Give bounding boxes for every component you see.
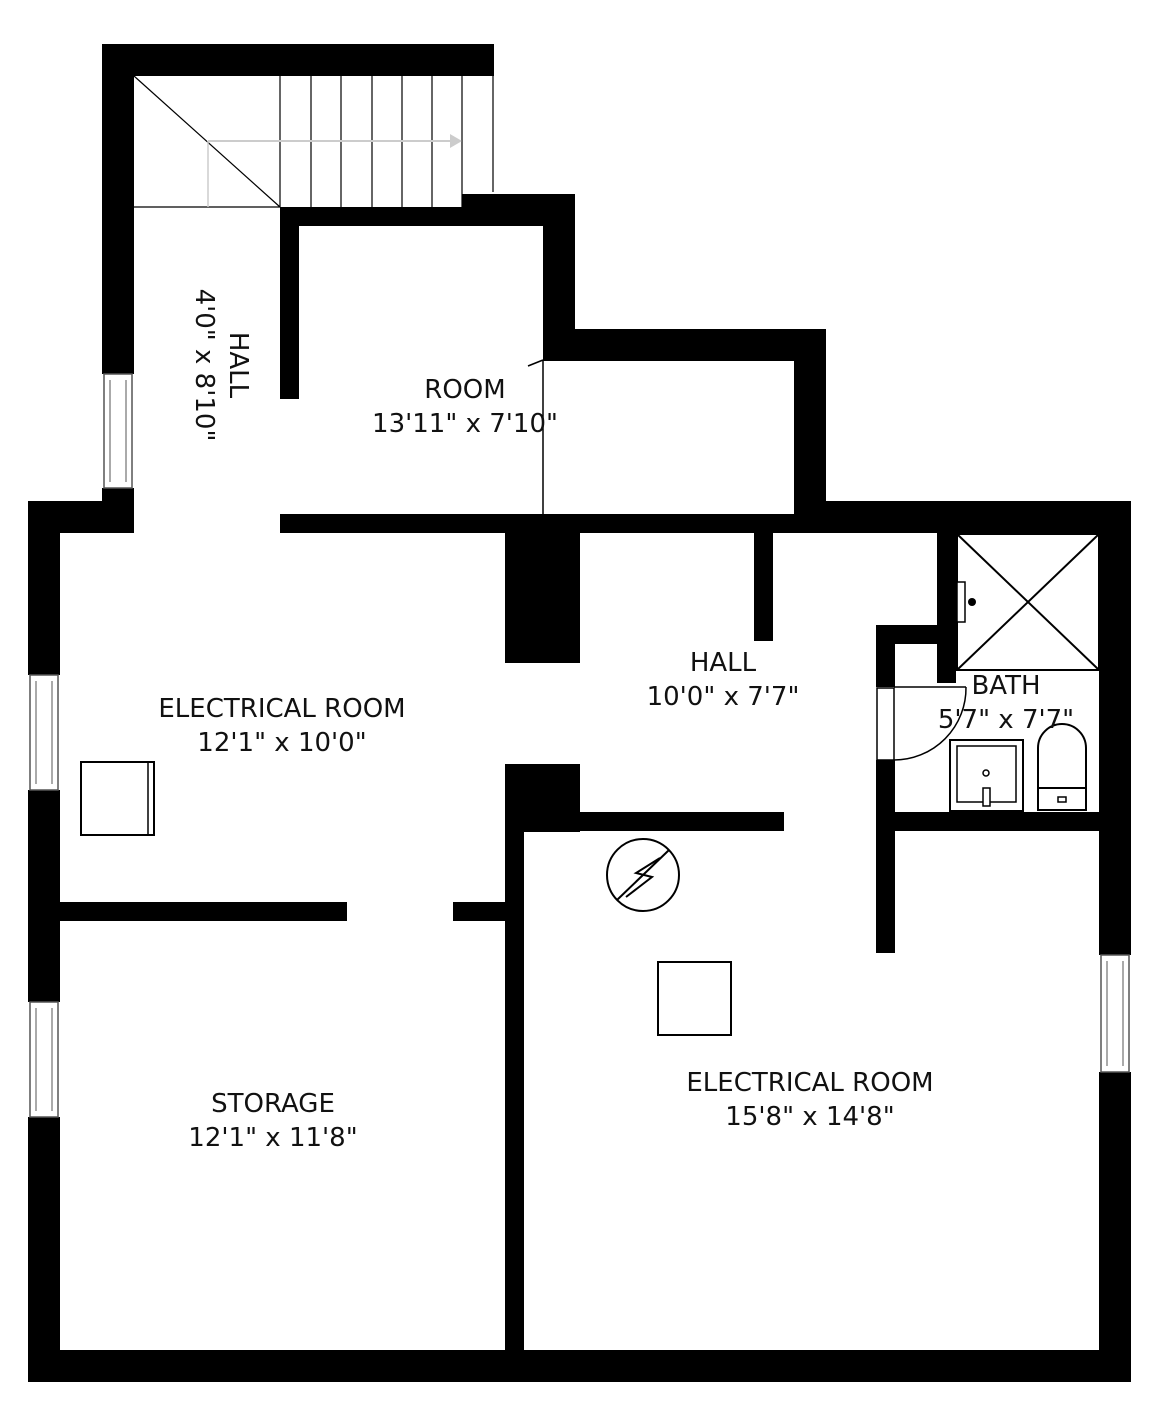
- lightning-circle-icon: [606, 838, 680, 912]
- sink-icon: [949, 739, 1024, 812]
- room-dimensions: 15'8" x 14'8": [725, 1102, 894, 1132]
- room-label-hall-vertical: HALL 4'0" x 8'10": [189, 289, 253, 442]
- shower-icon: [956, 533, 1100, 671]
- partition-line: [527, 359, 544, 367]
- window-icon: [103, 373, 133, 489]
- window-icon: [29, 1001, 59, 1118]
- room-name: ELECTRICAL ROOM: [158, 694, 405, 724]
- appliance-box-icon: [657, 961, 732, 1036]
- room-dimensions: 12'1" x 10'0": [197, 728, 366, 758]
- stairs-icon: [133, 75, 494, 208]
- room-dimensions: 12'1" x 11'8": [188, 1123, 357, 1153]
- room-name: HALL: [223, 332, 253, 399]
- room-name: HALL: [690, 648, 757, 678]
- room-dimensions: 5'7" x 7'7": [938, 705, 1074, 735]
- room-dimensions: 13'11" x 7'10": [372, 409, 558, 439]
- window-icon: [29, 674, 59, 791]
- appliance-box-icon: [80, 761, 155, 836]
- room-name: BATH: [971, 671, 1040, 701]
- room-dimensions: 10'0" x 7'7": [647, 682, 800, 712]
- room-name: STORAGE: [211, 1089, 335, 1119]
- toilet-icon: [1037, 723, 1087, 811]
- room-name: ELECTRICAL ROOM: [686, 1068, 933, 1098]
- walls: [28, 44, 1131, 1382]
- room-name: ROOM: [424, 375, 505, 405]
- window-icon: [1100, 954, 1130, 1073]
- door-swing-icon: [876, 686, 967, 761]
- room-dimensions: 4'0" x 8'10": [189, 289, 219, 442]
